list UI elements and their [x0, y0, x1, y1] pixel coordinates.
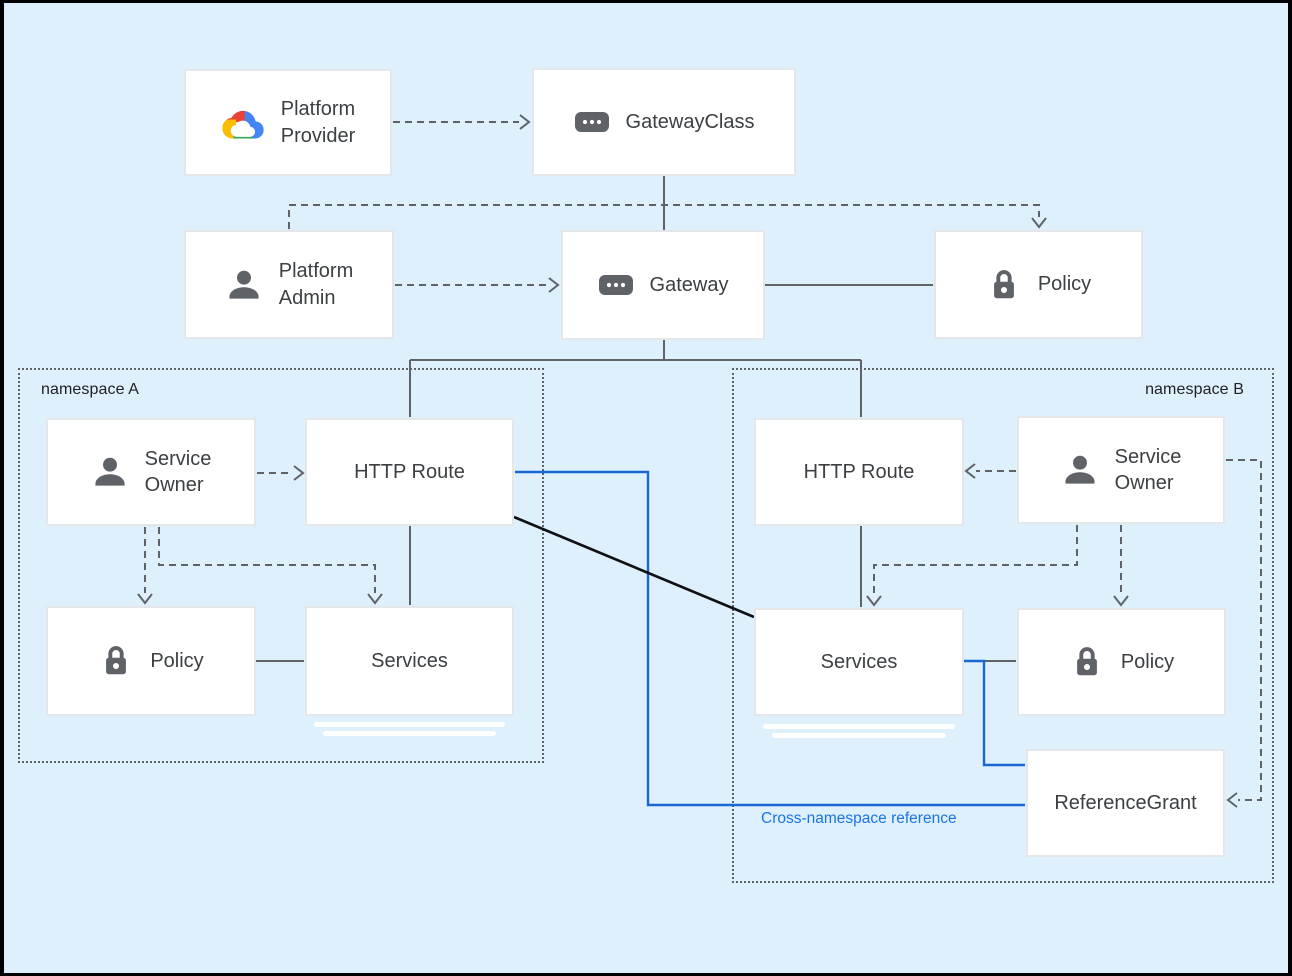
node-reference-grant: ReferenceGrant [1026, 749, 1225, 857]
edge-admin-to-policy [288, 204, 1047, 229]
services-b-stack-bar-1 [763, 724, 955, 729]
lock-icon [986, 267, 1022, 303]
person-icon [225, 266, 263, 304]
services-a-stack-bar-1 [314, 722, 505, 727]
person-icon [91, 453, 129, 491]
node-policy-b: Policy [1017, 608, 1226, 716]
node-label: ReferenceGrant [1054, 791, 1197, 814]
node-label: Policy [150, 649, 204, 672]
node-label: Gateway [649, 273, 729, 296]
edge-provider-to-gatewayclass [393, 114, 531, 130]
node-label: Platform Provider [280, 98, 356, 147]
edge-admin-to-gateway [395, 277, 560, 293]
namespace-a-label: namespace A [41, 381, 140, 398]
node-http-route-a: HTTP Route [305, 418, 514, 526]
node-platform-admin: Platform Admin [184, 230, 394, 339]
resource-chip-icon [574, 110, 610, 134]
node-label: HTTP Route [803, 460, 915, 483]
node-http-route-b: HTTP Route [754, 418, 964, 526]
namespace-b-label: namespace B [1145, 381, 1244, 398]
node-service-owner-a: Service Owner [46, 418, 256, 526]
node-label: Services [820, 650, 898, 673]
node-label: Services [371, 649, 448, 672]
node-gatewayclass: GatewayClass [532, 68, 796, 176]
services-b-stack-bar-2 [772, 733, 946, 738]
node-services-a: Services [305, 606, 514, 716]
lock-icon [98, 643, 134, 679]
node-label: GatewayClass [625, 110, 755, 133]
services-a-stack-bar-2 [323, 731, 496, 736]
node-label: Service Owner [144, 447, 212, 496]
node-label: Platform Admin [278, 260, 354, 309]
node-policy-a: Policy [46, 606, 256, 716]
node-platform-provider: Platform Provider [184, 69, 392, 176]
google-cloud-logo-icon [221, 104, 265, 142]
node-label: Policy [1037, 273, 1092, 295]
node-service-owner-b: Service Owner [1017, 416, 1225, 524]
node-label: Policy [1120, 650, 1175, 673]
node-label: Service Owner [1114, 445, 1182, 494]
node-policy-top: Policy [934, 230, 1143, 339]
lock-icon [1069, 644, 1105, 680]
node-label: HTTP Route [354, 460, 465, 483]
person-icon [1061, 451, 1099, 489]
node-services-b: Services [754, 608, 964, 716]
node-gateway: Gateway [561, 230, 765, 340]
edge-httproute-a-to-services-b [513, 515, 755, 619]
cross-namespace-reference-label: Cross-namespace reference [761, 810, 957, 827]
resource-chip-icon [598, 273, 634, 297]
